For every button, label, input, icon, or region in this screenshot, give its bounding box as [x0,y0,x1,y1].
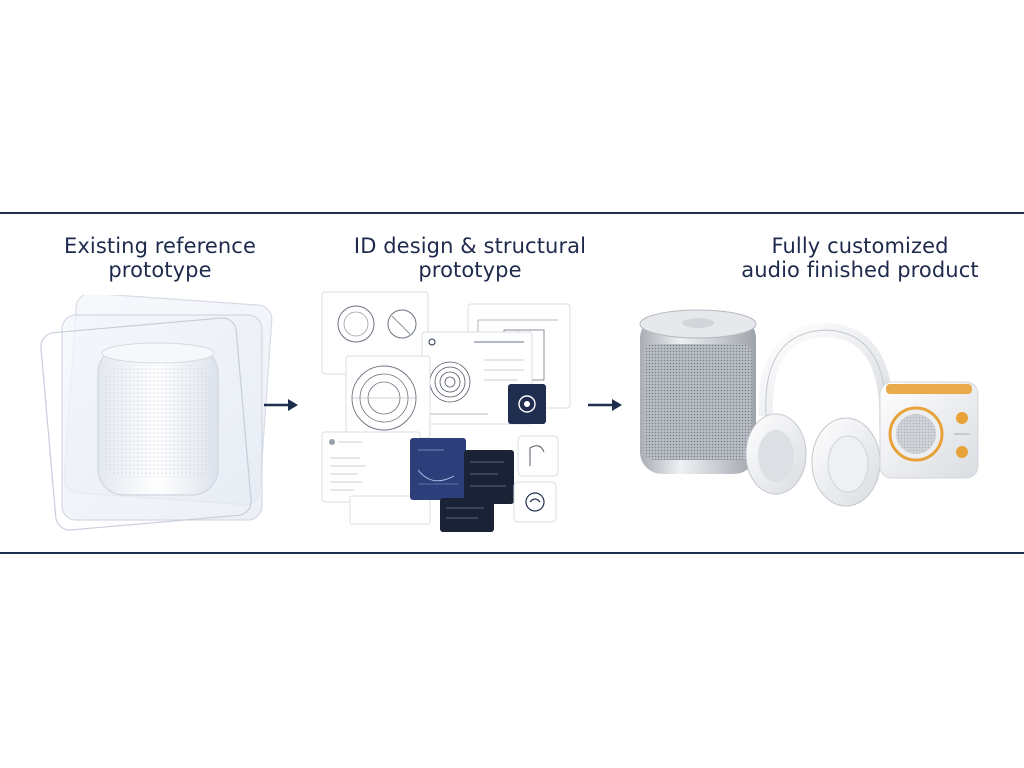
dark-code-card-lower [440,498,494,532]
bottom-border-line [0,552,1024,554]
icon-tile-right-top [517,435,559,477]
prototype-mesh [104,365,212,477]
design-documents-collage [321,291,571,532]
stage-3-title-line-1: Fully customized [771,234,949,258]
stage-1-title-line-1: Existing reference [64,234,256,258]
arrow-right-icon [588,399,622,411]
spec-sheet-bottom-left [321,431,421,503]
arrow-right-icon [264,399,298,411]
finished-products-illustration [639,309,979,507]
reference-prototype-illustration [40,295,273,531]
radio-top-strip [886,384,972,394]
speaker-wave-icon [525,492,545,512]
glass-layer-front [40,317,252,531]
stage-3-title: Fully customized audio finished product [720,234,1000,282]
radio-knob-bottom [956,446,968,458]
icon-tile-right-bottom [513,481,557,523]
stage-1-title-line-2: prototype [108,258,212,282]
gear-icon [518,395,536,413]
stage-1-title: Existing reference prototype [40,234,280,282]
sketch-card-large [345,355,431,439]
prototype-top [101,342,215,364]
stage-2-title-line-1: ID design & structural [353,234,587,258]
speaker-mesh [644,344,752,460]
headphones-band [758,322,894,427]
radio-knob-top [956,412,968,424]
dark-code-card [464,450,514,504]
blue-drawing-card [410,438,466,500]
stage-2-title-line-2: prototype [418,258,522,282]
stage-2-title: ID design & structural prototype [330,234,610,282]
top-border-line [0,212,1024,214]
stage-3-title-line-2: audio finished product [741,258,979,282]
